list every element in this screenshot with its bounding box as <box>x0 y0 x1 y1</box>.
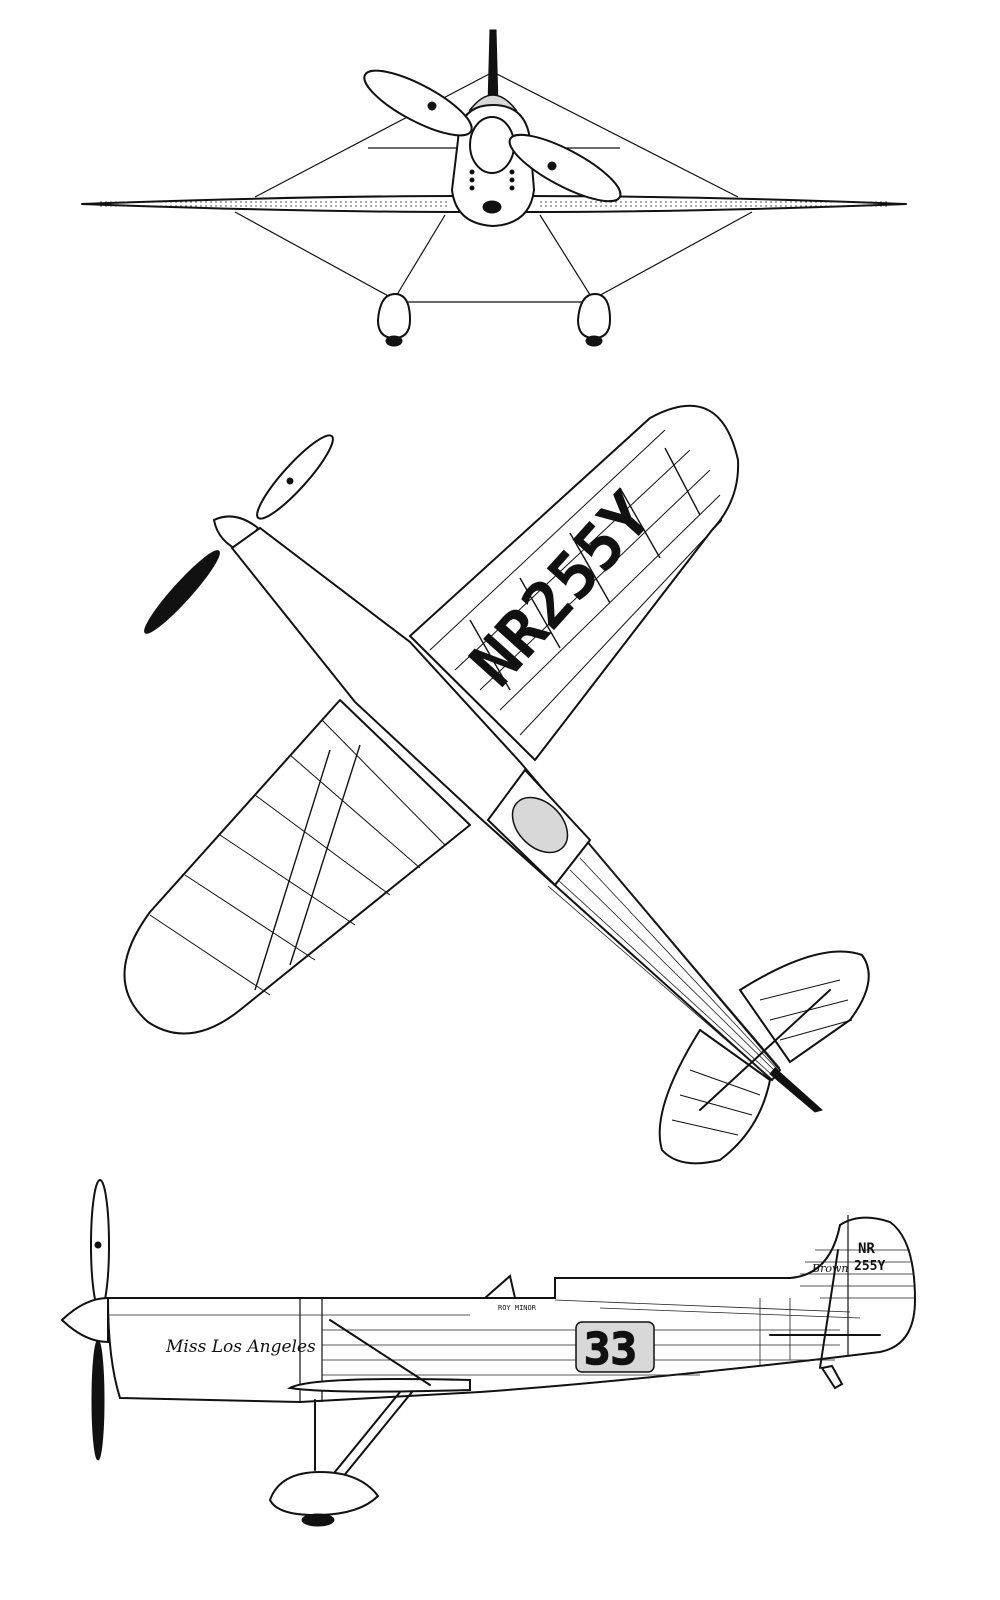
front-view <box>81 29 907 347</box>
top-view-left-wing <box>123 699 471 1035</box>
top-view-fuselage-stringers <box>547 844 781 1079</box>
side-view: Miss Los Angeles 33 ROY MINOR Brown NR 2… <box>60 1179 917 1527</box>
side-view-propeller <box>60 1179 110 1461</box>
top-view-rudder <box>769 1067 824 1113</box>
top-view-propeller <box>144 434 334 634</box>
top-view-right-wing <box>409 404 740 761</box>
top-view-registration: NR255Y <box>457 479 667 701</box>
side-view-spinner <box>60 1296 109 1344</box>
side-view-script-name: Miss Los Angeles <box>165 1337 316 1357</box>
front-view-wires <box>234 71 753 303</box>
front-view-fin <box>487 29 499 106</box>
top-view-cockpit <box>486 768 592 887</box>
front-view-wing-ribs <box>100 201 890 207</box>
side-view-wheel-pant <box>268 1470 380 1517</box>
side-view-tail-stripes <box>800 1215 915 1356</box>
side-view-race-number: 33 <box>584 1324 637 1375</box>
top-view: NR255Y <box>123 404 870 1165</box>
side-view-tail-script: Brown <box>811 1262 848 1275</box>
side-view-registration-line2: 255Y <box>854 1259 885 1274</box>
front-view-wheel-pants <box>376 292 612 347</box>
front-view-vents <box>469 169 515 191</box>
front-view-propeller <box>363 69 622 203</box>
top-view-tailplane <box>658 950 870 1165</box>
side-view-fuselage <box>106 1216 917 1404</box>
front-view-spinner <box>469 116 515 174</box>
side-view-registration-line1: NR <box>858 1241 875 1257</box>
side-view-race-number-group: 33 <box>575 1321 655 1376</box>
side-view-landing-gear <box>268 1391 413 1527</box>
side-view-cockpit-caption: ROY MINOR <box>498 1304 537 1312</box>
side-view-cockpit <box>470 1274 555 1299</box>
front-view-wing <box>81 195 907 213</box>
